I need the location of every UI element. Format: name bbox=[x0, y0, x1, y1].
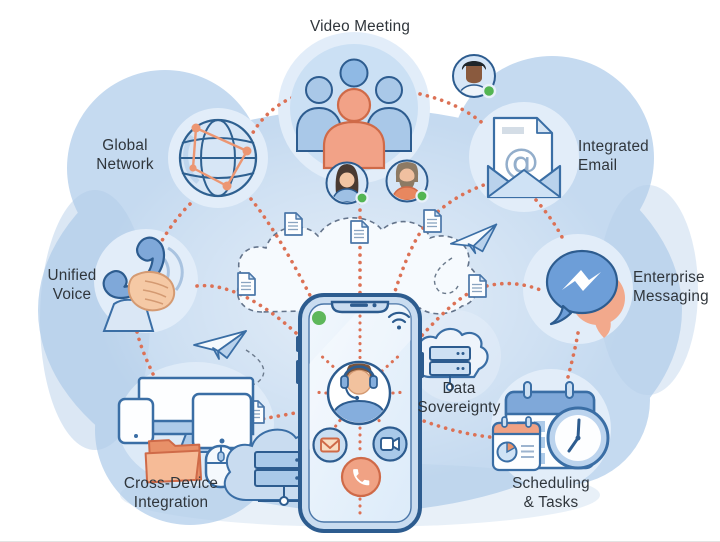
label-integrated-email: Integrated Email bbox=[578, 138, 649, 175]
participant-avatar bbox=[385, 159, 429, 203]
online-dot-icon bbox=[312, 311, 326, 325]
devices-icon bbox=[117, 376, 255, 489]
label-scheduling-tasks: Scheduling & Tasks bbox=[512, 475, 590, 512]
label-video-meeting: Video Meeting bbox=[309, 18, 411, 35]
handset-in-hand-icon bbox=[102, 236, 184, 332]
folder-icon bbox=[144, 439, 203, 484]
wifi-icon bbox=[387, 311, 411, 330]
paper-plane-icon bbox=[193, 330, 265, 387]
participant-avatar bbox=[452, 54, 497, 99]
globe-icon bbox=[178, 118, 258, 198]
label-cross-device-integration: Cross-Device Integration bbox=[123, 475, 219, 512]
agent-avatar-icon bbox=[326, 360, 392, 426]
video-meeting-group-icon bbox=[290, 44, 418, 172]
label-global-network: Global Network bbox=[96, 137, 154, 174]
label-unified-voice: Unified Voice bbox=[47, 267, 97, 304]
speaker-icon bbox=[350, 303, 368, 307]
calendar-clock-icon bbox=[491, 381, 610, 472]
camera-dot-icon bbox=[372, 303, 377, 308]
paper-plane-icon bbox=[433, 223, 501, 295]
screen-connector-rays bbox=[311, 314, 408, 519]
label-enterprise-messaging: Enterprise Messaging bbox=[633, 269, 709, 306]
open-envelope-at-icon: @ bbox=[486, 116, 562, 199]
voice-call-button-icon bbox=[340, 456, 382, 498]
chat-bubbles-bolt-icon bbox=[545, 249, 625, 338]
participant-avatar bbox=[325, 161, 369, 205]
clock-icon bbox=[546, 406, 610, 470]
video-call-button-icon bbox=[372, 426, 408, 462]
smartphone-with-agent-icon bbox=[296, 293, 424, 533]
mail-button-icon bbox=[312, 427, 348, 463]
report-icon bbox=[491, 416, 542, 472]
label-data-sovereignty: Data Sovereignty bbox=[417, 380, 501, 417]
